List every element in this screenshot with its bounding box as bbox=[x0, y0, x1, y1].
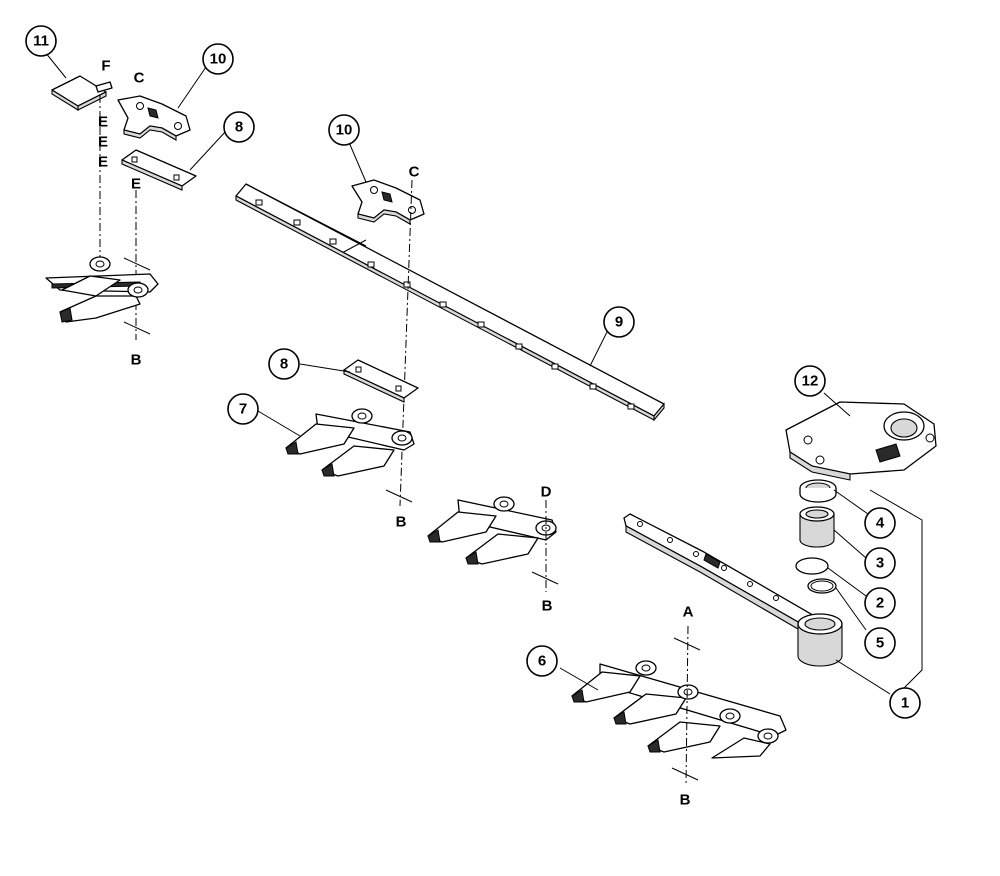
part-5-oring bbox=[807, 578, 837, 594]
svg-text:10: 10 bbox=[336, 122, 353, 139]
part-4-bearing bbox=[799, 479, 837, 503]
part-11-plate bbox=[51, 75, 113, 111]
callout-10-middle: 10 bbox=[328, 114, 360, 146]
leader-9 bbox=[589, 329, 609, 367]
part-7-guard bbox=[285, 408, 415, 477]
leader-10a bbox=[177, 66, 207, 109]
callout-2: 2 bbox=[864, 587, 896, 619]
letter-d: D bbox=[541, 484, 552, 501]
callout-8-left: 8 bbox=[223, 111, 255, 143]
letter-c-left: C bbox=[134, 70, 145, 87]
guard-left bbox=[45, 256, 159, 323]
callout-3: 3 bbox=[864, 547, 896, 579]
letter-b-middle: B bbox=[396, 514, 407, 531]
letter-b-bottom: B bbox=[680, 792, 691, 809]
svg-text:5: 5 bbox=[876, 635, 884, 652]
svg-text:11: 11 bbox=[33, 33, 49, 50]
callout-7: 7 bbox=[227, 393, 259, 425]
callout-6: 6 bbox=[526, 645, 558, 677]
leader-1 bbox=[835, 659, 891, 695]
part-2-disc bbox=[795, 557, 829, 575]
callout-8-middle: 8 bbox=[268, 348, 300, 380]
letter-b-left: B bbox=[131, 352, 142, 369]
leader-8b bbox=[299, 363, 351, 373]
svg-text:8: 8 bbox=[235, 119, 243, 136]
letter-e-1: E bbox=[98, 114, 108, 131]
letter-e-3: E bbox=[98, 154, 108, 171]
letter-f: F bbox=[101, 58, 110, 75]
part-8-plate-middle bbox=[343, 359, 419, 403]
callout-4: 4 bbox=[864, 507, 896, 539]
bracket-1 bbox=[869, 489, 923, 693]
axis-middle bbox=[399, 179, 413, 507]
part-3-bushing bbox=[799, 506, 835, 548]
svg-text:4: 4 bbox=[876, 515, 885, 532]
leader-12 bbox=[823, 392, 851, 417]
callout-5: 5 bbox=[864, 627, 896, 659]
svg-text:10: 10 bbox=[210, 51, 227, 68]
svg-text:7: 7 bbox=[239, 401, 247, 418]
svg-text:6: 6 bbox=[538, 653, 546, 670]
letter-c-middle: C bbox=[409, 164, 420, 181]
svg-text:1: 1 bbox=[901, 695, 909, 712]
leader-8a bbox=[189, 130, 227, 171]
svg-text:9: 9 bbox=[615, 314, 623, 331]
part-1-drive-arm bbox=[623, 513, 843, 667]
letter-b-middle-right: B bbox=[542, 598, 553, 615]
svg-text:3: 3 bbox=[876, 555, 884, 572]
callout-9: 9 bbox=[603, 306, 635, 338]
callout-1: 1 bbox=[889, 687, 921, 719]
leader-7 bbox=[257, 410, 301, 437]
callout-11: 11 bbox=[25, 25, 57, 57]
letter-a: A bbox=[683, 604, 694, 621]
leader-6 bbox=[559, 667, 599, 691]
part-6-guard bbox=[571, 660, 787, 759]
svg-text:8: 8 bbox=[280, 356, 288, 373]
leader-10b bbox=[347, 139, 367, 183]
leader-5 bbox=[835, 587, 867, 631]
part-9-bar bbox=[235, 183, 665, 422]
callout-10-left: 10 bbox=[202, 43, 234, 75]
leader-4 bbox=[833, 489, 869, 515]
leader-2 bbox=[827, 567, 867, 597]
letter-e-2: E bbox=[98, 134, 108, 151]
part-8-plate-left bbox=[121, 149, 197, 191]
axis-a-b bbox=[685, 625, 689, 787]
letter-e-4: E bbox=[131, 176, 141, 193]
part-10-clip-left bbox=[117, 95, 191, 141]
leader-3 bbox=[833, 529, 867, 559]
svg-text:12: 12 bbox=[802, 373, 819, 390]
callout-12: 12 bbox=[794, 365, 826, 397]
guard-middle-right bbox=[427, 496, 557, 565]
part-12-knife-head bbox=[785, 401, 937, 481]
svg-text:2: 2 bbox=[876, 595, 884, 612]
part-10-clip-middle bbox=[351, 179, 425, 225]
